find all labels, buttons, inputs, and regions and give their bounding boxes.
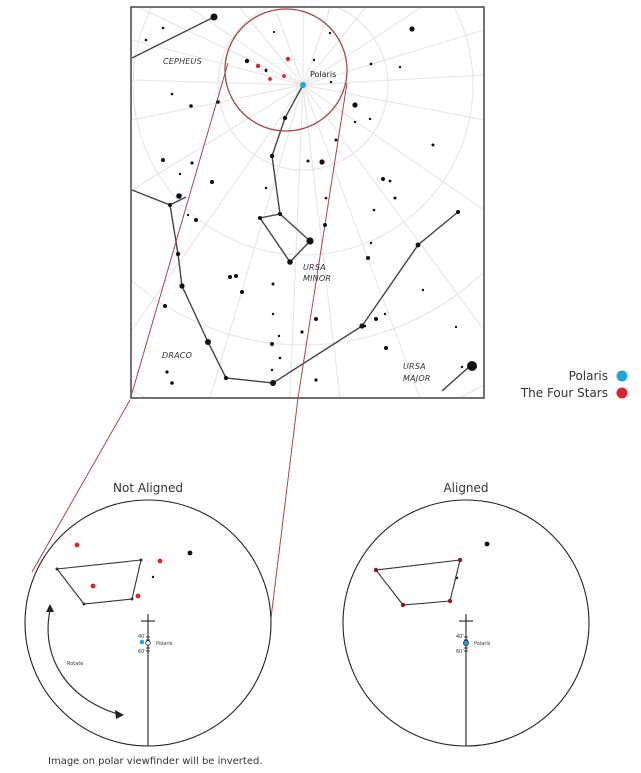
star-map: Polaris CEPHEUS URSA MINOR DRACO URSA MA…: [130, 6, 485, 399]
rotate-arrow: [47, 609, 119, 715]
ursa-minor-bowl: [55, 559, 142, 605]
label-ursa-minor-1: URSA: [303, 263, 326, 272]
four-stars: [255, 56, 291, 81]
polaris-star-aligned: [463, 640, 469, 646]
legend-four-stars-dot: [616, 387, 628, 399]
reticle-scale-ticks: [146, 636, 150, 652]
field-star: [484, 541, 490, 547]
zoom-projection-lines-outer: [31, 397, 299, 619]
legend: Polaris The Four Stars: [520, 369, 628, 400]
rotate-label: Rotate: [67, 661, 83, 667]
label-cepheus: CEPHEUS: [163, 57, 202, 66]
polaris-star: [139, 639, 145, 645]
field-star: [151, 575, 155, 579]
scale-label-60: 60': [138, 649, 146, 655]
label-ursa-minor-2: MINOR: [303, 274, 331, 283]
viewfinder-title-not-aligned: Not Aligned: [113, 481, 183, 495]
viewfinder-title-aligned: Aligned: [443, 481, 488, 495]
legend-label-polaris: Polaris: [569, 369, 608, 383]
polaris-label: Polaris: [156, 641, 173, 647]
zoom-circle: [224, 8, 348, 132]
legend-polaris-dot: [616, 370, 628, 382]
label-draco: DRACO: [162, 351, 192, 360]
ursa-minor-stars: [55, 558, 143, 606]
rotate-arrow-head-bottom: [115, 710, 124, 719]
scale-label-40: 40': [138, 634, 146, 640]
scale-label-60: 60': [456, 649, 464, 655]
field-stars: [144, 13, 477, 386]
label-ursa-major-1: URSA: [403, 362, 426, 371]
field-star: [187, 550, 193, 556]
coordinate-grid: [132, 8, 483, 397]
footnote: Image on polar viewfinder will be invert…: [48, 756, 263, 767]
rotate-arrow-head-top: [46, 604, 54, 612]
field-star: [455, 576, 459, 580]
four-stars-aligned: [373, 557, 463, 608]
label-ursa-major-2: MAJOR: [403, 374, 431, 383]
four-stars: [74, 542, 163, 599]
viewfinder-aligned: Aligned 40' 60' Polaris: [342, 481, 590, 747]
scale-label-40: 40': [456, 634, 464, 640]
polaris-star: [300, 82, 306, 88]
viewfinder-not-aligned: Not Aligned 40' 60' Polaris: [24, 481, 272, 747]
legend-label-four-stars: The Four Stars: [520, 386, 608, 400]
zoom-projection-lines: [132, 62, 348, 397]
polaris-label: Polaris: [474, 641, 491, 647]
polaris-label: Polaris: [310, 70, 336, 79]
polaris-target-ring: [145, 640, 151, 646]
ursa-minor-bowl: [374, 559, 461, 606]
